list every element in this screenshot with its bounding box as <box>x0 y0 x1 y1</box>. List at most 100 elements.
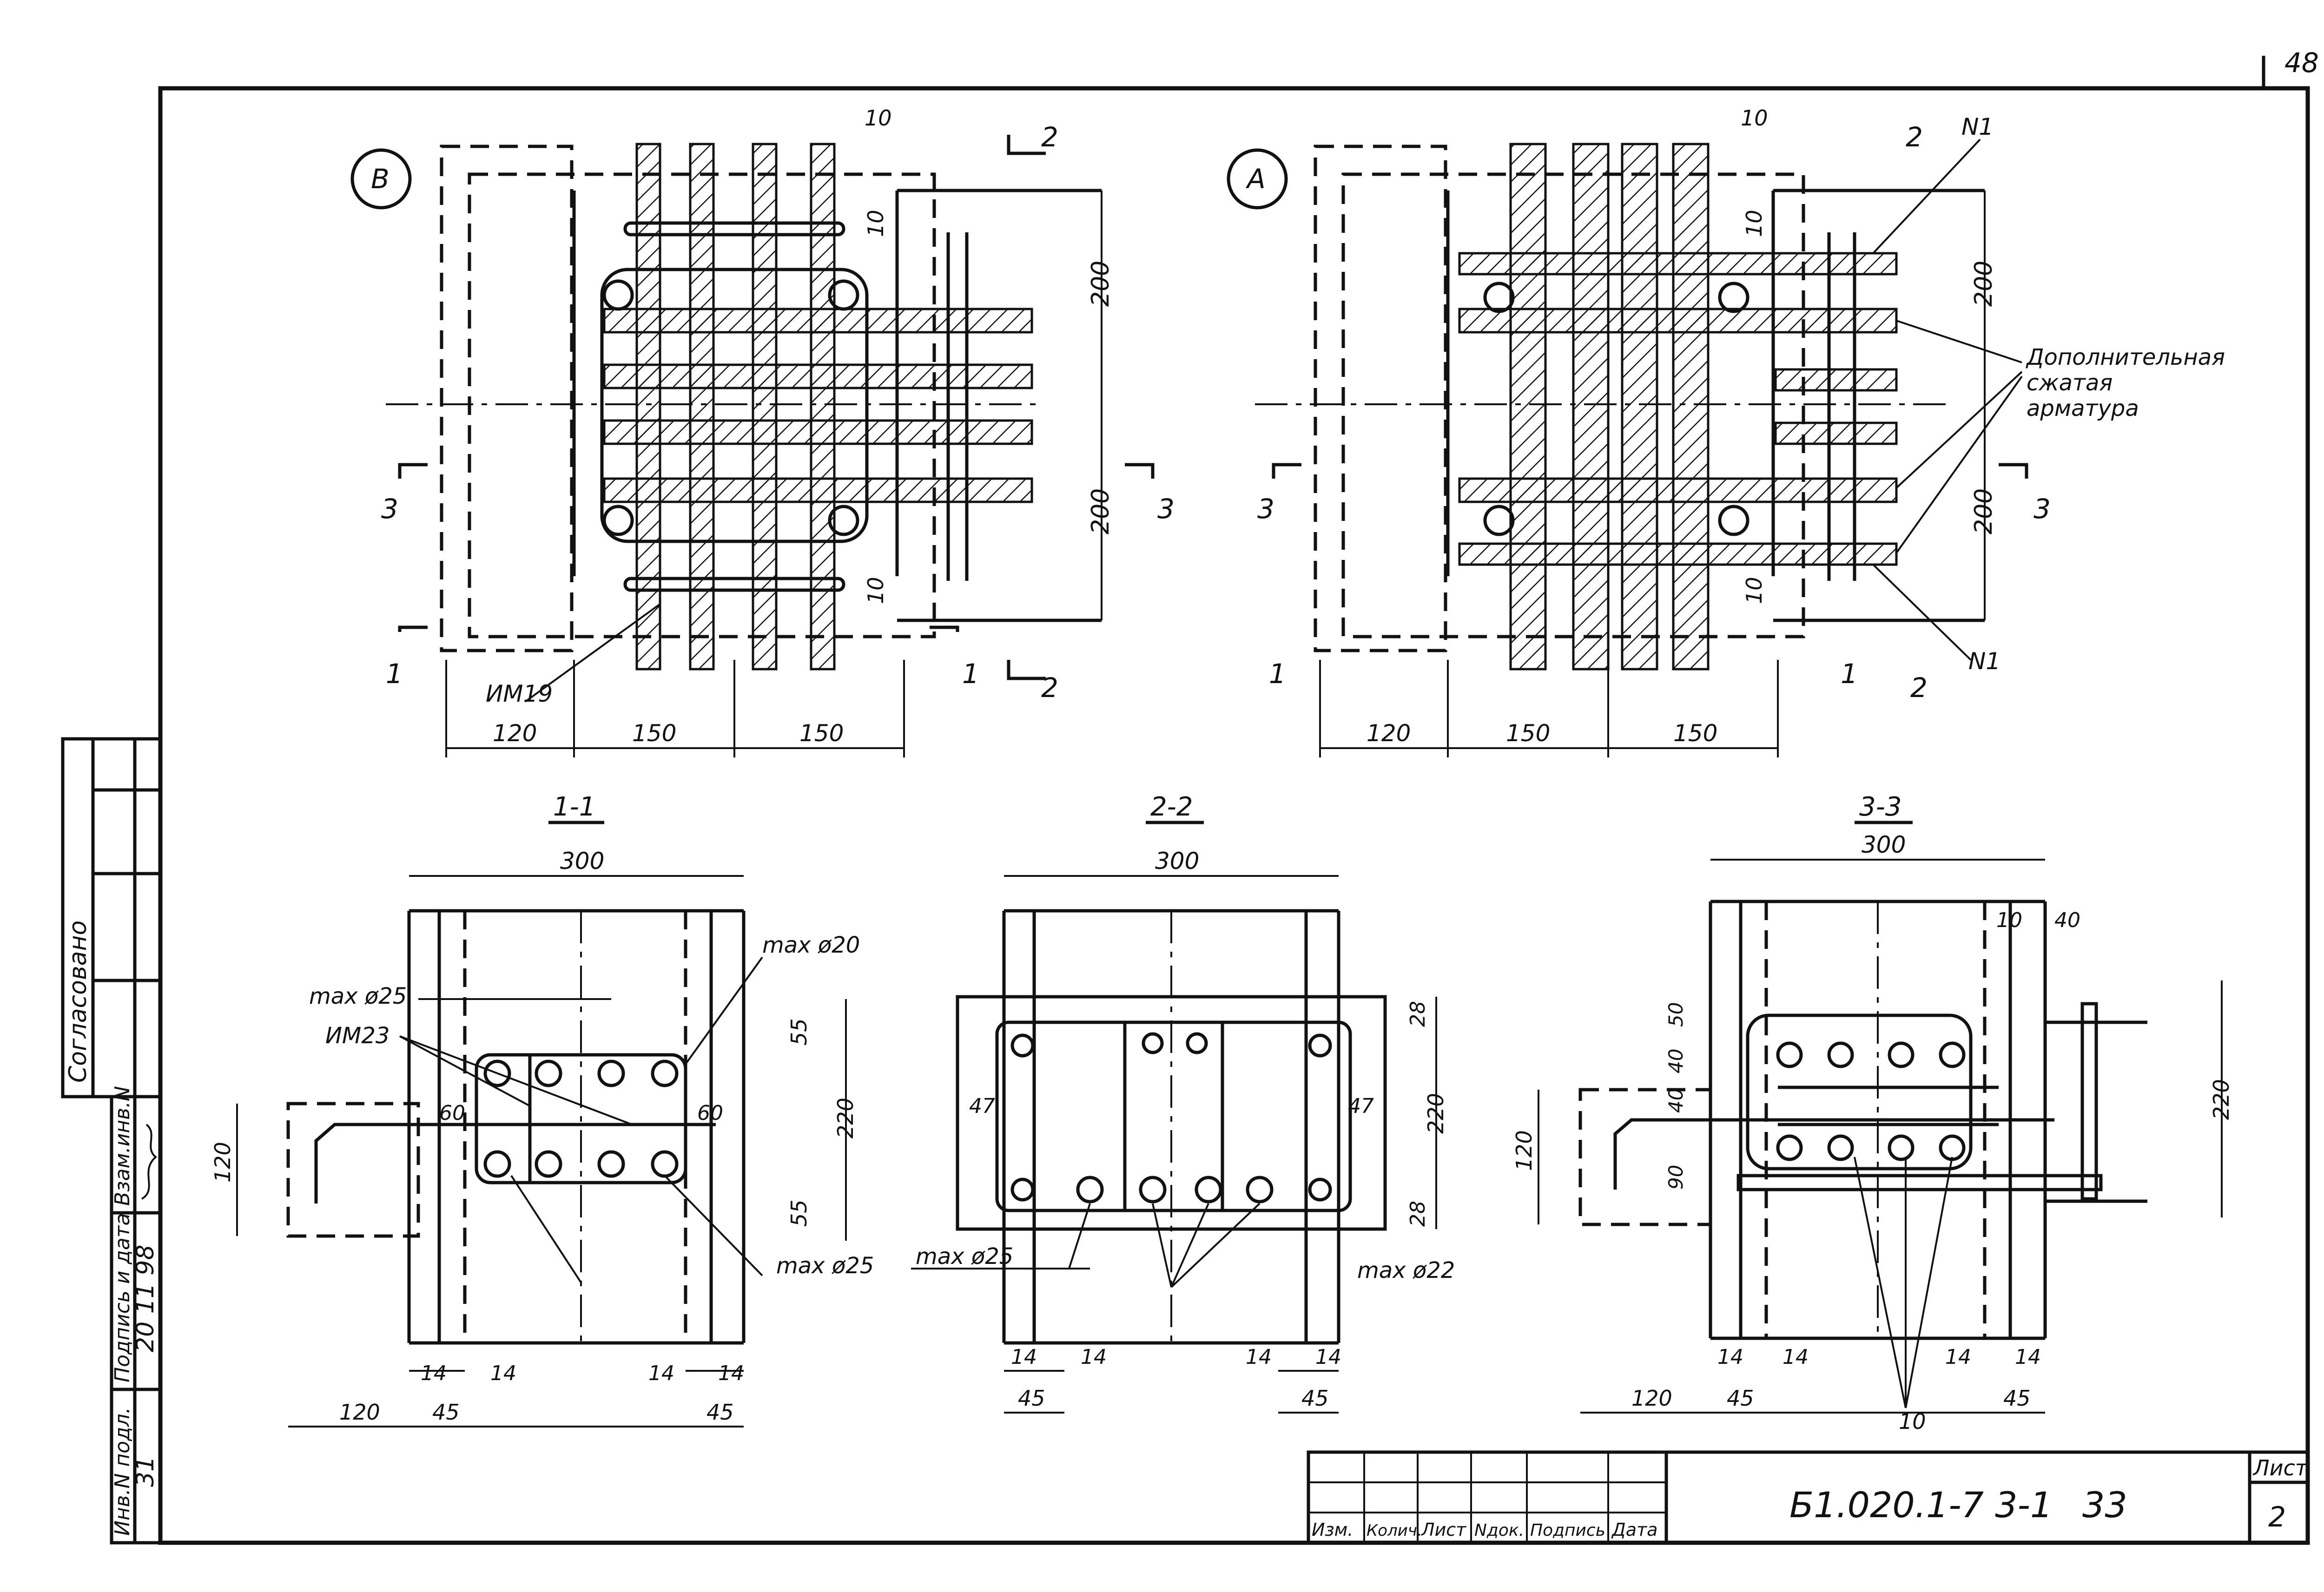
leader <box>1068 1203 1091 1269</box>
section-3-3-side-link <box>2080 1002 2098 1201</box>
view-b-bar-h <box>603 477 1033 503</box>
section-2-2-dim-45: 45 <box>1018 1386 1045 1411</box>
view-a-bar-h <box>1458 308 1898 334</box>
view-b-bar <box>635 143 661 671</box>
section-3-3-dim-40: 40 <box>1664 1088 1687 1113</box>
section-arrow <box>1999 463 2028 479</box>
view-b-dim-200: 200 <box>1087 488 1115 534</box>
section-mark-1: 1 <box>962 658 979 690</box>
section-1-1-bar <box>483 1059 511 1087</box>
section-1-1-bar <box>597 1059 625 1087</box>
section-2-2-dim-220: 220 <box>1423 1093 1448 1134</box>
view-a-column-outline <box>1314 145 1447 652</box>
section-2-2-width: 300 <box>1155 848 1199 875</box>
section-1-1-dim-55: 55 <box>786 1199 812 1227</box>
section-1-1-hook <box>314 1123 716 1204</box>
side-stamp-date-written: 20 11 98 <box>132 1244 159 1352</box>
section-3-3-bar <box>1827 1041 1854 1068</box>
section-3-3-title: 3-3 <box>1859 792 1901 822</box>
section-3-3-dim-220: 220 <box>2209 1079 2234 1120</box>
section-2-2-dim-28: 28 <box>1406 1001 1430 1027</box>
section-3-3-bar <box>1888 1134 1915 1161</box>
title-col-list: Лист <box>1420 1520 1467 1540</box>
title-block-code-suffix: 33 <box>2082 1484 2127 1526</box>
view-b-bar <box>810 143 836 671</box>
view-b-cap <box>623 577 845 592</box>
leader <box>1872 564 1972 661</box>
view-a-bar-end <box>1718 505 1750 536</box>
section-1-1-d60: 60 <box>439 1101 465 1125</box>
view-a-bar-h <box>1458 542 1898 566</box>
view-b-bar-end <box>828 279 859 311</box>
section-mark-3: 3 <box>381 493 398 525</box>
view-b-bar-h <box>603 308 1033 334</box>
section-3-3-bottom-plate <box>1736 1174 2103 1191</box>
view-a-dim-200: 200 <box>1970 488 1998 534</box>
title-col-ndok: Nдок. <box>1474 1521 1524 1540</box>
section-3-3-dim-14: 14 <box>1783 1345 1809 1369</box>
section-2-2-stirrup <box>995 1020 1352 1212</box>
view-a-bar-end <box>1718 282 1750 313</box>
section-arrow <box>398 625 428 632</box>
view-b-dim-10: 10 <box>863 210 888 237</box>
side-stamp-signature <box>141 1124 158 1200</box>
view-b-bar-h <box>603 363 1033 389</box>
section-mark-1: 1 <box>386 658 403 690</box>
title-block-sheet-number: 2 <box>2268 1501 2286 1533</box>
section-2-2-bar <box>1076 1176 1104 1204</box>
side-stamp-inv-replaced: Взам.инв.N <box>111 1086 134 1206</box>
section-3-3-bar <box>1939 1041 1966 1068</box>
section-3-3-bar <box>1939 1134 1966 1161</box>
section-2-2-bar <box>1246 1176 1274 1204</box>
section-1-1-bar <box>535 1150 562 1178</box>
view-a-bar-h <box>1774 421 1898 445</box>
title-block: Изм. Колич. Лист Nдок. Подпись Дата Б1.0… <box>1307 1450 2310 1545</box>
section-3-3-bar <box>1827 1134 1854 1161</box>
section-1-1-bar <box>535 1059 562 1087</box>
view-b: В 3 3 2 2 1 1 <box>350 105 1175 757</box>
section-3-3-d40: 40 <box>2054 908 2080 932</box>
section-1-1-max-bottom: max ø25 <box>776 1253 874 1279</box>
section-2-2-bar <box>1010 1178 1035 1202</box>
view-a-dim-120: 120 <box>1367 720 1411 747</box>
view-b-stirrup <box>600 268 869 543</box>
section-2-2-bar <box>1139 1176 1167 1204</box>
section-1-1-dim-120: 120 <box>210 1142 235 1183</box>
view-a-dim-150: 150 <box>1506 720 1550 747</box>
section-3-3-bar <box>1888 1041 1915 1068</box>
section-1-1-dim-220: 220 <box>833 1098 858 1138</box>
section-1-1-dim-120: 120 <box>339 1400 380 1425</box>
view-b-dim-120: 120 <box>493 720 537 747</box>
section-1-1-max-top: max ø20 <box>762 932 860 958</box>
side-stamp: Согласовано Взам.инв.N Подпись и дата Ин… <box>61 737 162 1545</box>
section-2-2-d47: 47 <box>1348 1094 1374 1118</box>
side-stamp-inv-orig: Инв.N подл. <box>111 1407 134 1536</box>
section-1-1: 1-1 300 max ø20 max ø25 ИМ23 max ø25 60 … <box>210 792 874 1428</box>
view-b-cap <box>623 221 845 237</box>
view-b-bar-end <box>828 505 859 536</box>
view-b-column-outline <box>440 145 574 652</box>
section-1-1-title: 1-1 <box>553 792 595 822</box>
view-a-dim-10: 10 <box>1742 577 1767 604</box>
section-3-3-dim-40: 40 <box>1664 1049 1687 1073</box>
leader <box>1872 138 1981 254</box>
view-a-note-line2: сжатая <box>2027 370 2113 396</box>
section-1-1-dim-45: 45 <box>706 1400 734 1425</box>
page-number: 48 <box>2284 47 2319 79</box>
section-3-3-dim-90: 90 <box>1664 1165 1687 1190</box>
section-3-3-dim-120: 120 <box>1631 1386 1672 1411</box>
section-2-2-dim-28: 28 <box>1406 1201 1430 1227</box>
section-2-2-dim-14: 14 <box>1011 1345 1037 1369</box>
leader <box>1170 1203 1261 1288</box>
section-arrow <box>1007 660 1046 680</box>
section-1-1-dim-45: 45 <box>432 1400 460 1425</box>
section-2-2-beam <box>956 995 1387 1231</box>
section-2-2-dim-14: 14 <box>1081 1345 1107 1369</box>
side-stamp-sign-date: Подпись и дата <box>111 1213 134 1382</box>
leader <box>1905 1157 1953 1408</box>
section-3-3-stirrup <box>1746 1013 1973 1171</box>
section-arrow <box>398 463 428 479</box>
view-b-dim-10: 10 <box>863 577 888 604</box>
view-a: А 3 3 2 2 1 1 200 200 10 10 <box>1227 105 2225 757</box>
section-mark-2: 2 <box>1041 121 1058 153</box>
